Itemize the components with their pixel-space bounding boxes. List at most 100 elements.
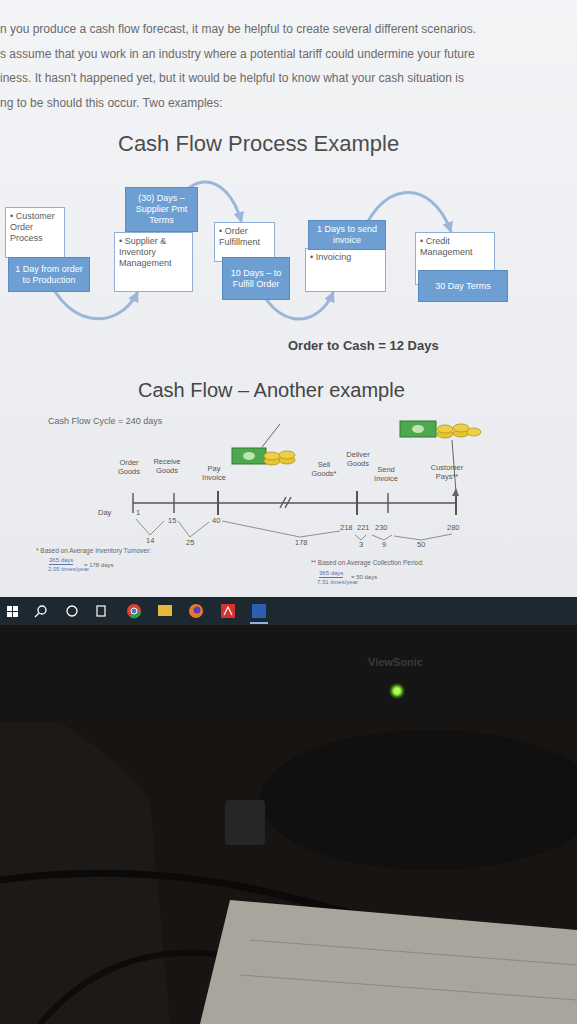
- timeline-tick: [132, 493, 133, 513]
- axis-label: Day: [98, 509, 111, 518]
- timeline-tick: [387, 493, 388, 513]
- usb-device: [225, 800, 265, 845]
- paper-rule: [250, 940, 577, 965]
- money-icon: [400, 421, 481, 496]
- pdf-icon: [221, 604, 235, 618]
- section-heading: Cash Flow Process Example: [118, 131, 399, 156]
- coin: [437, 425, 453, 433]
- start-icon: [7, 606, 12, 611]
- box-text: • Credit Management: [420, 236, 490, 258]
- pdf-icon: [224, 607, 232, 615]
- timeline: [133, 491, 456, 515]
- break-mark: [285, 497, 291, 508]
- money-icon: [232, 424, 295, 465]
- start-icon: [13, 612, 18, 617]
- search-icon: [38, 606, 46, 614]
- fraction-result: = 50 days: [351, 574, 377, 581]
- flow-arrow: [41, 258, 138, 319]
- leader-line: [262, 424, 280, 447]
- flow-arrow: [358, 193, 451, 248]
- browser-icon: [127, 604, 141, 618]
- banknote-mark: [243, 452, 255, 460]
- intro-text: s assume that you work in an industry wh…: [0, 48, 475, 62]
- coin: [279, 451, 295, 459]
- timeline-axis: [133, 502, 456, 503]
- day-number: 218: [340, 524, 353, 533]
- interval-number: 9: [382, 541, 386, 550]
- event-label: Customer Pays**: [427, 464, 467, 481]
- search-icon: [35, 613, 39, 617]
- screen-area: [0, 0, 577, 598]
- duration-box: 1 Day from order to Production: [8, 257, 90, 292]
- interval-number: 14: [146, 537, 154, 546]
- intro-text: ng to be should this occur. Two examples…: [0, 97, 223, 111]
- start-icon: [7, 612, 12, 617]
- event-label: Receive Goods: [150, 458, 184, 475]
- box-text: 30 Day Terms: [435, 281, 490, 292]
- process-box: • Supplier & Inventory Management: [114, 232, 193, 292]
- folder-icon: [158, 605, 172, 616]
- power-led: [394, 688, 400, 694]
- footnote: * Based on Average Inventory Turnover:: [36, 547, 151, 554]
- flow-arrow: [251, 262, 334, 319]
- leader-arrowhead: [452, 488, 459, 496]
- event-label: Pay Invoice: [199, 465, 229, 482]
- fraction-numerator: 365 days: [319, 570, 343, 578]
- coin: [264, 452, 280, 460]
- box-text: • Supplier & Inventory Management: [119, 236, 188, 268]
- duration-box: (30) Days – Supplier Pmt Terms: [125, 187, 198, 232]
- box-text: • Order Fulfillment: [219, 226, 270, 248]
- day-number: 1: [136, 509, 140, 518]
- banknote-mark: [412, 425, 424, 433]
- power-led-glow: [388, 682, 406, 700]
- fraction-denominator: 7.31 times/year: [317, 579, 358, 586]
- assistant-icon: [67, 606, 77, 616]
- monitor-stand: [260, 730, 577, 870]
- process-box: • Invoicing: [305, 248, 386, 292]
- interval-number: 50: [417, 541, 425, 550]
- coin: [467, 428, 481, 436]
- interval-bracket: [178, 521, 209, 537]
- interval-bracket: [394, 534, 452, 540]
- cycle-note: Cash Flow Cycle = 240 days: [48, 416, 162, 426]
- word-icon: [252, 604, 266, 618]
- box-text: (30) Days – Supplier Pmt Terms: [129, 193, 194, 225]
- day-number: 40: [212, 517, 220, 526]
- monitor-bezel: [0, 625, 577, 725]
- event-label: Order Goods: [114, 459, 144, 476]
- fraction-denominator: 2.05 times/year: [48, 566, 89, 573]
- taskbar-icons: [7, 604, 268, 624]
- timeline-tick: [173, 493, 174, 513]
- box-text: 1 Day from order to Production: [12, 264, 86, 286]
- fraction-numerator: 365 days: [49, 557, 73, 565]
- event-label: Deliver Goods: [342, 451, 374, 468]
- footnote: ** Based on Average Collection Period:: [311, 559, 424, 566]
- duration-box: 30 Day Terms: [418, 270, 508, 302]
- taskbar: [0, 597, 577, 625]
- interval-bracket: [222, 521, 340, 537]
- duration-box: 1 Days to send invoice: [308, 220, 386, 250]
- start-icon: [13, 606, 18, 611]
- summary-text: Order to Cash = 12 Days: [288, 339, 439, 354]
- banknote: [400, 421, 436, 437]
- interval-number: 25: [186, 539, 194, 548]
- interval-number: 3: [359, 541, 363, 550]
- box-text: • Invoicing: [310, 252, 381, 263]
- interval-bracket: [372, 535, 392, 540]
- banknote: [232, 448, 266, 464]
- day-number: 280: [447, 524, 460, 533]
- day-number: 15: [168, 517, 176, 526]
- timeline-tick: [217, 491, 219, 515]
- active-indicator: [250, 622, 268, 624]
- paper-sheet: [200, 900, 577, 1024]
- break-mark: [280, 497, 286, 508]
- box-text: 1 Days to send invoice: [312, 224, 382, 246]
- firefox-icon: [189, 604, 203, 618]
- browser-icon: [131, 608, 137, 614]
- event-label: Send Invoice: [371, 466, 401, 483]
- section-heading: Cash Flow – Another example: [138, 379, 405, 402]
- box-text: 10 Days – to Fulfill Order: [226, 268, 286, 290]
- timeline-tick: [356, 491, 358, 515]
- event-label: Sell Goods*: [309, 461, 339, 478]
